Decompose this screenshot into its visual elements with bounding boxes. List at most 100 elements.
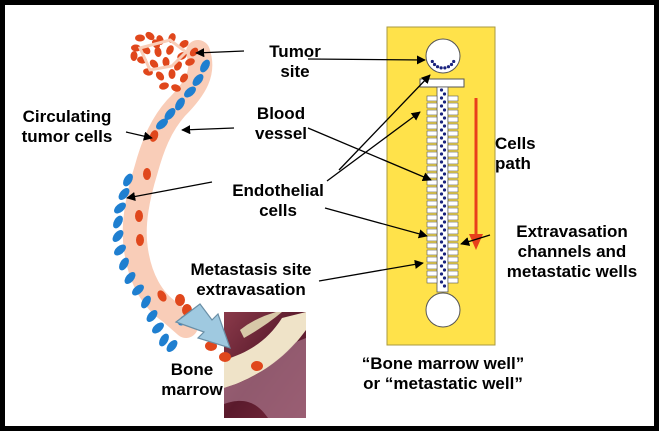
endothelial-cell [156, 118, 168, 130]
channel-cell [442, 236, 447, 240]
blood-vessel-line-1: Blood [256, 104, 306, 123]
metastatic-well-left [426, 193, 438, 200]
channel-cell [439, 112, 444, 116]
metastasis-site-label: Metastasis site extravasation [171, 260, 331, 300]
channel-cell [439, 168, 444, 172]
metastatic-well-left [426, 172, 438, 179]
metastatic-well-left [426, 249, 438, 256]
figure-panel: Tumor site Circulating tumor cells Blood… [5, 5, 654, 426]
metastatic-well-right [447, 151, 459, 158]
diagram-canvas [112, 26, 496, 418]
channel-cell [442, 276, 447, 280]
circulating-line-1: Circulating [22, 107, 112, 126]
tumor-cell [159, 82, 169, 90]
channel-cell [442, 252, 447, 256]
endothelial-cell [119, 257, 129, 271]
tumor-site-cell [439, 66, 443, 70]
metastatic-well-left [426, 277, 438, 284]
channel-cell [442, 268, 447, 272]
metastatic-well-right [447, 144, 459, 151]
metastatic-well-right [447, 207, 459, 214]
channel-cell [442, 188, 447, 192]
tumor-site-cell [430, 59, 434, 64]
metastatic-well-right [447, 186, 459, 193]
extravasation-line-1: Extravasation [516, 222, 628, 241]
channel-cell [442, 172, 447, 176]
metastatic-well-left [426, 137, 438, 144]
channel-cell [442, 196, 447, 200]
metastatic-well-left [426, 263, 438, 270]
endothelial-cell [114, 244, 126, 256]
metastatic-well-right [447, 235, 459, 242]
metastatic-well-left [426, 242, 438, 249]
bone-marrow-line-1: Bone [170, 360, 214, 379]
metastatic-well-right [447, 137, 459, 144]
channel-cell [442, 92, 447, 96]
tumor-cell [171, 84, 181, 92]
metastatic-well-left [426, 179, 438, 186]
tumor-cell [179, 40, 189, 48]
channel-cell [442, 260, 447, 264]
channel-cell [442, 140, 447, 144]
endothelial-cell [175, 97, 185, 111]
tumor-cell [130, 51, 138, 61]
tumor-cell [168, 69, 176, 79]
tumor-cell [185, 58, 195, 66]
metastatic-well-left [426, 158, 438, 165]
tumor-cell [145, 31, 155, 41]
channel-cell [442, 228, 447, 232]
metastatic-well-left [426, 214, 438, 221]
channel-cell [439, 192, 444, 196]
metastatic-well-left [426, 123, 438, 130]
metastatic-well-left [426, 270, 438, 277]
endothelial-cell [159, 333, 169, 347]
channel-cell [442, 148, 447, 152]
metastatic-well-left [426, 102, 438, 109]
channel-cell [439, 104, 444, 108]
channel-cell [442, 156, 447, 160]
endothelial-cell [192, 74, 204, 86]
bone-marrow-well-caption: “Bone marrow well” or “metastatic well” [353, 354, 533, 394]
channel-cell [439, 240, 444, 244]
channel-cell [442, 124, 447, 128]
tumor-cell [154, 47, 162, 57]
endothelial-cell [114, 202, 126, 214]
extravasation-line-3: metastatic wells [506, 262, 638, 281]
tumor-cluster [130, 31, 199, 92]
endothelial-line-1: Endothelial [232, 181, 324, 200]
channel-cell [439, 200, 444, 204]
channel-cell [439, 128, 444, 132]
metastatic-well-left [426, 207, 438, 214]
channel-cell [439, 216, 444, 220]
metastatic-well-right [447, 221, 459, 228]
metastatic-well-left [426, 116, 438, 123]
channel-cell [442, 100, 447, 104]
tumor-vasculature [137, 38, 189, 72]
tumor-site-cell [452, 59, 456, 64]
metastatic-well-right [447, 179, 459, 186]
metastatic-well-right [447, 109, 459, 116]
tumor-cell [131, 44, 141, 52]
channel-cell [442, 180, 447, 184]
caption-line-1: “Bone marrow well” [361, 354, 525, 373]
metastatic-well-right [447, 270, 459, 277]
metastatic-well-left [426, 200, 438, 207]
metastasis-line-1: Metastasis site [190, 260, 312, 279]
endothelial-cell [184, 86, 196, 98]
endothelial-cell [141, 295, 151, 309]
metastatic-well-right [447, 102, 459, 109]
metastatic-well-left [426, 130, 438, 137]
channel-cell [439, 280, 444, 284]
tumor-site-cell [443, 66, 447, 70]
tumor-site-cell [435, 65, 440, 69]
channel-cell [439, 160, 444, 164]
channel-cell [439, 96, 444, 100]
channel-cell [439, 232, 444, 236]
endothelial-cell [152, 322, 164, 334]
endothelial-cells-label: Endothelial cells [213, 181, 343, 221]
circulating-tumor-cells-label: Circulating tumor cells [5, 107, 132, 147]
metastatic-well-right [447, 228, 459, 235]
endothelial-cell [113, 215, 123, 229]
channel-cell [442, 132, 447, 136]
extravasation-arrow [174, 303, 231, 349]
